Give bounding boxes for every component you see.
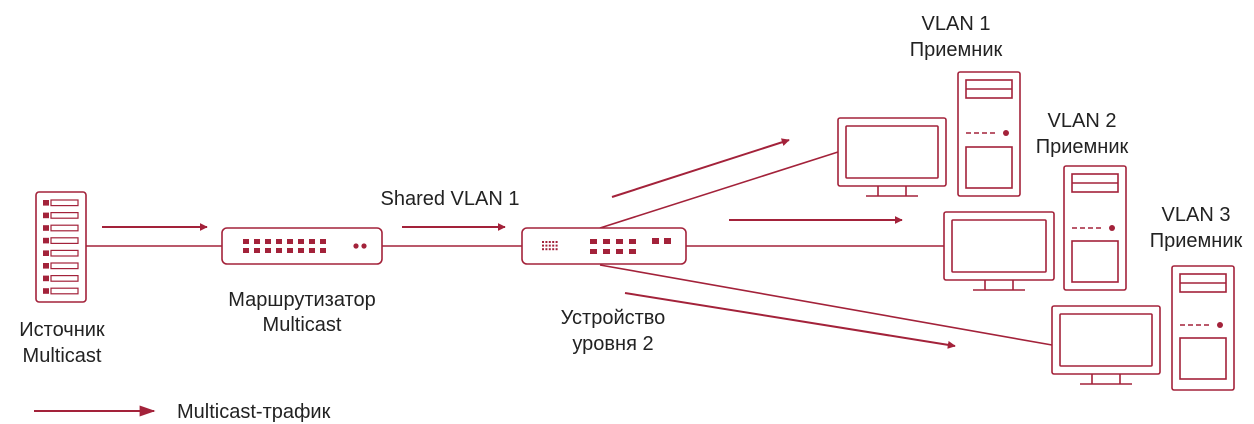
connection-lines [86, 151, 1053, 346]
link-switch-receiver1 [599, 151, 839, 229]
switch-console-dot [552, 241, 555, 243]
router-port [320, 239, 326, 244]
source-label-line1: Источник [19, 319, 105, 341]
server-slots [43, 199, 79, 295]
l2-device-label-line1: Устройство [561, 307, 666, 329]
server-slot-bay [50, 224, 79, 232]
router-port [254, 239, 260, 244]
server-slot-led [43, 212, 49, 219]
shared-vlan-label: Shared VLAN 1 [381, 188, 520, 210]
router-port [298, 239, 304, 244]
l2-device-label-line2: уровня 2 [572, 333, 653, 355]
labels: Источник Multicast Маршрутизатор Multica… [19, 13, 1242, 367]
layer2-switch [521, 227, 687, 265]
server-slot-led [43, 250, 49, 256]
receiver1-vlan-label: VLAN 1 [922, 13, 991, 35]
server-slot-bay [50, 262, 79, 270]
receiver2-role-label: Приемник [1036, 136, 1129, 158]
server-slot-bay [50, 287, 79, 295]
router-port [265, 248, 271, 253]
traffic-arrow-vlan1 [611, 138, 790, 198]
traffic-arrows [102, 138, 956, 349]
multicast-router [221, 227, 383, 265]
server-slot-led [43, 225, 49, 231]
switch-console-dot [548, 244, 551, 247]
monitor-icon [943, 211, 1055, 291]
router-port [287, 239, 293, 244]
legend: Multicast-трафик [34, 401, 331, 423]
switch-console-dot [542, 241, 544, 243]
switch-console-dot [548, 248, 551, 251]
switch-console-dot [542, 244, 544, 247]
tower-pc-icon [1171, 265, 1235, 391]
switch-uplink-port [664, 238, 671, 244]
router-label-line1: Маршрутизатор [228, 289, 375, 311]
switch-port [629, 249, 636, 254]
server-slot-bay [50, 199, 79, 207]
switch-port [603, 239, 610, 244]
traffic-arrow-vlan3 [624, 292, 956, 349]
server-slot-led [43, 200, 49, 206]
router-port [309, 248, 315, 253]
monitor-icon [1051, 305, 1161, 385]
server-slot-led [43, 288, 49, 294]
switch-console-dot [555, 244, 558, 247]
router-port [265, 239, 271, 244]
router-port [243, 248, 249, 253]
server-slot-led [43, 263, 49, 269]
switch-console-dot [545, 248, 548, 251]
switch-console-dot [555, 248, 558, 251]
receiver-vlan2 [943, 165, 1127, 291]
receiver-vlan1 [837, 71, 1021, 197]
legend-label: Multicast-трафик [177, 401, 331, 423]
switch-port [590, 249, 597, 254]
monitor-icon [837, 117, 947, 197]
switch-console-dot [545, 244, 548, 247]
switch-console-dot [545, 241, 548, 243]
router-port [243, 239, 249, 244]
router-port [254, 248, 260, 253]
router-port [309, 239, 315, 244]
server-slot-bay [50, 212, 79, 219]
server-slot-bay [50, 237, 79, 245]
tower-pc-icon [957, 71, 1021, 197]
server-slot-led [43, 237, 49, 244]
switch-port [616, 239, 623, 244]
switch-console-dot [552, 248, 555, 251]
switch-ports [590, 238, 671, 254]
link-switch-receiver3 [599, 264, 1053, 346]
router-port [287, 248, 293, 253]
server-slot-led [43, 275, 49, 282]
switch-console-grid [542, 241, 558, 251]
switch-port [590, 239, 597, 244]
receiver-vlan3 [1051, 265, 1235, 391]
router-label-line2: Multicast [263, 314, 342, 336]
switch-console-dot [552, 244, 555, 247]
switch-console-dot [542, 248, 544, 251]
router-port [276, 248, 282, 253]
router-led [353, 243, 359, 249]
server-slot-bay [50, 275, 79, 282]
multicast-source-server [35, 191, 87, 303]
switch-uplink-port [652, 238, 659, 244]
router-led [361, 243, 367, 249]
receiver3-vlan-label: VLAN 3 [1162, 204, 1231, 226]
server-slot-bay [50, 249, 79, 257]
router-port [320, 248, 326, 253]
router-port [276, 239, 282, 244]
receiver1-role-label: Приемник [910, 39, 1003, 61]
switch-console-dot [548, 241, 551, 243]
switch-port [629, 239, 636, 244]
receiver2-vlan-label: VLAN 2 [1048, 110, 1117, 132]
switch-port [603, 249, 610, 254]
receiver3-role-label: Приемник [1150, 230, 1243, 252]
tower-pc-icon [1063, 165, 1127, 291]
router-port [298, 248, 304, 253]
router-ports [243, 239, 326, 253]
switch-port [616, 249, 623, 254]
switch-console-dot [555, 241, 558, 243]
source-label-line2: Multicast [23, 345, 102, 367]
